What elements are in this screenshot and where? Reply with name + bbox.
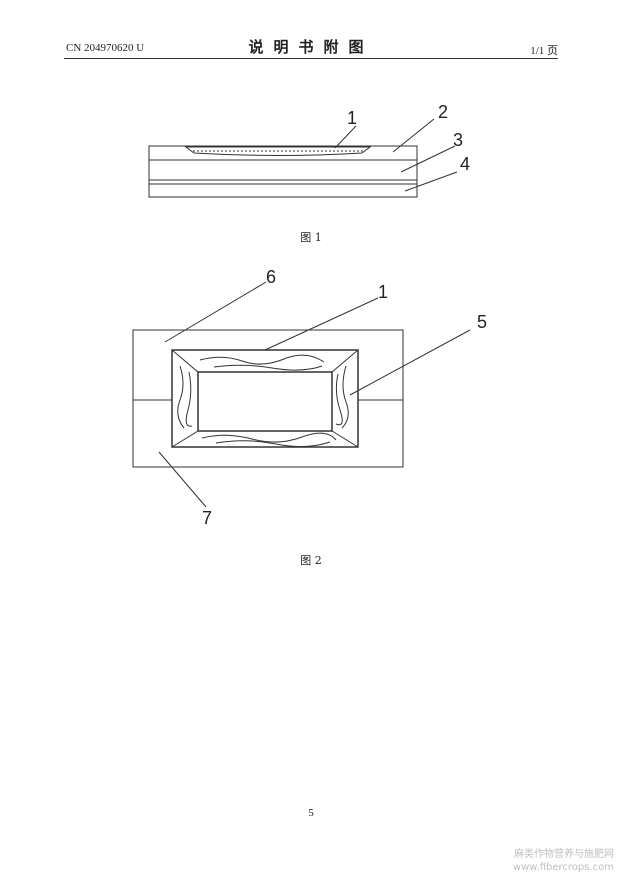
leader-line-2 (392, 118, 435, 153)
outer-frame (171, 349, 359, 448)
figure-2-callout-7: 7 (202, 508, 212, 528)
leader-line-1 (334, 125, 357, 149)
inner-window (197, 371, 333, 432)
texture-top-1 (199, 354, 325, 365)
texture-bottom-1 (201, 432, 337, 443)
figure-1-caption: 图 1 (300, 231, 322, 244)
figure-2-drawing (132, 281, 471, 508)
leader-line-3 (400, 145, 456, 173)
watermark-url: www.fibercrops.com (512, 862, 614, 873)
texture-right-2 (335, 373, 343, 426)
figure-2-callout-6: 6 (266, 267, 276, 287)
watermark-site-name: 麻类作物营养与施肥网 (514, 849, 614, 860)
frame-corner-tr (331, 349, 359, 373)
texture-left-2 (185, 371, 193, 427)
site-watermark: 麻类作物营养与施肥网 www.fibercrops.com (513, 848, 614, 874)
page-indicator: 1/1 页 (530, 45, 558, 57)
header-rule (64, 58, 558, 59)
texture-right-1 (341, 365, 349, 429)
page-title: 说明书附图 (248, 38, 374, 56)
base-plate-outline (132, 329, 404, 468)
figure-2-caption: 图 2 (300, 554, 322, 567)
leader-line-7 (158, 451, 207, 508)
texture-bottom-2 (215, 440, 331, 448)
frame-corner-tl (171, 349, 199, 373)
leader-line-4 (404, 171, 458, 192)
figure-1-callout-2: 2 (438, 102, 448, 122)
page-number: 5 (308, 807, 314, 819)
frame-corner-br (331, 430, 359, 448)
figure-2-callout-5: 5 (477, 312, 487, 332)
frame-corner-bl (171, 430, 199, 448)
figure-1-callout-1: 1 (347, 108, 357, 128)
document-number: CN 204970620 U (66, 42, 145, 54)
leader-line-1b (264, 297, 379, 351)
figure-1-callout-3: 3 (453, 130, 463, 150)
leader-line-6 (164, 281, 267, 343)
figure-1-drawing (148, 118, 458, 198)
layer-stack-outline (148, 145, 418, 198)
figure-1-callout-4: 4 (460, 154, 470, 174)
figure-2-callout-1: 1 (378, 282, 388, 302)
leader-line-5 (349, 329, 471, 396)
texture-top-2 (213, 364, 323, 371)
texture-left-1 (177, 365, 185, 429)
recess-layer-1 (184, 146, 372, 156)
